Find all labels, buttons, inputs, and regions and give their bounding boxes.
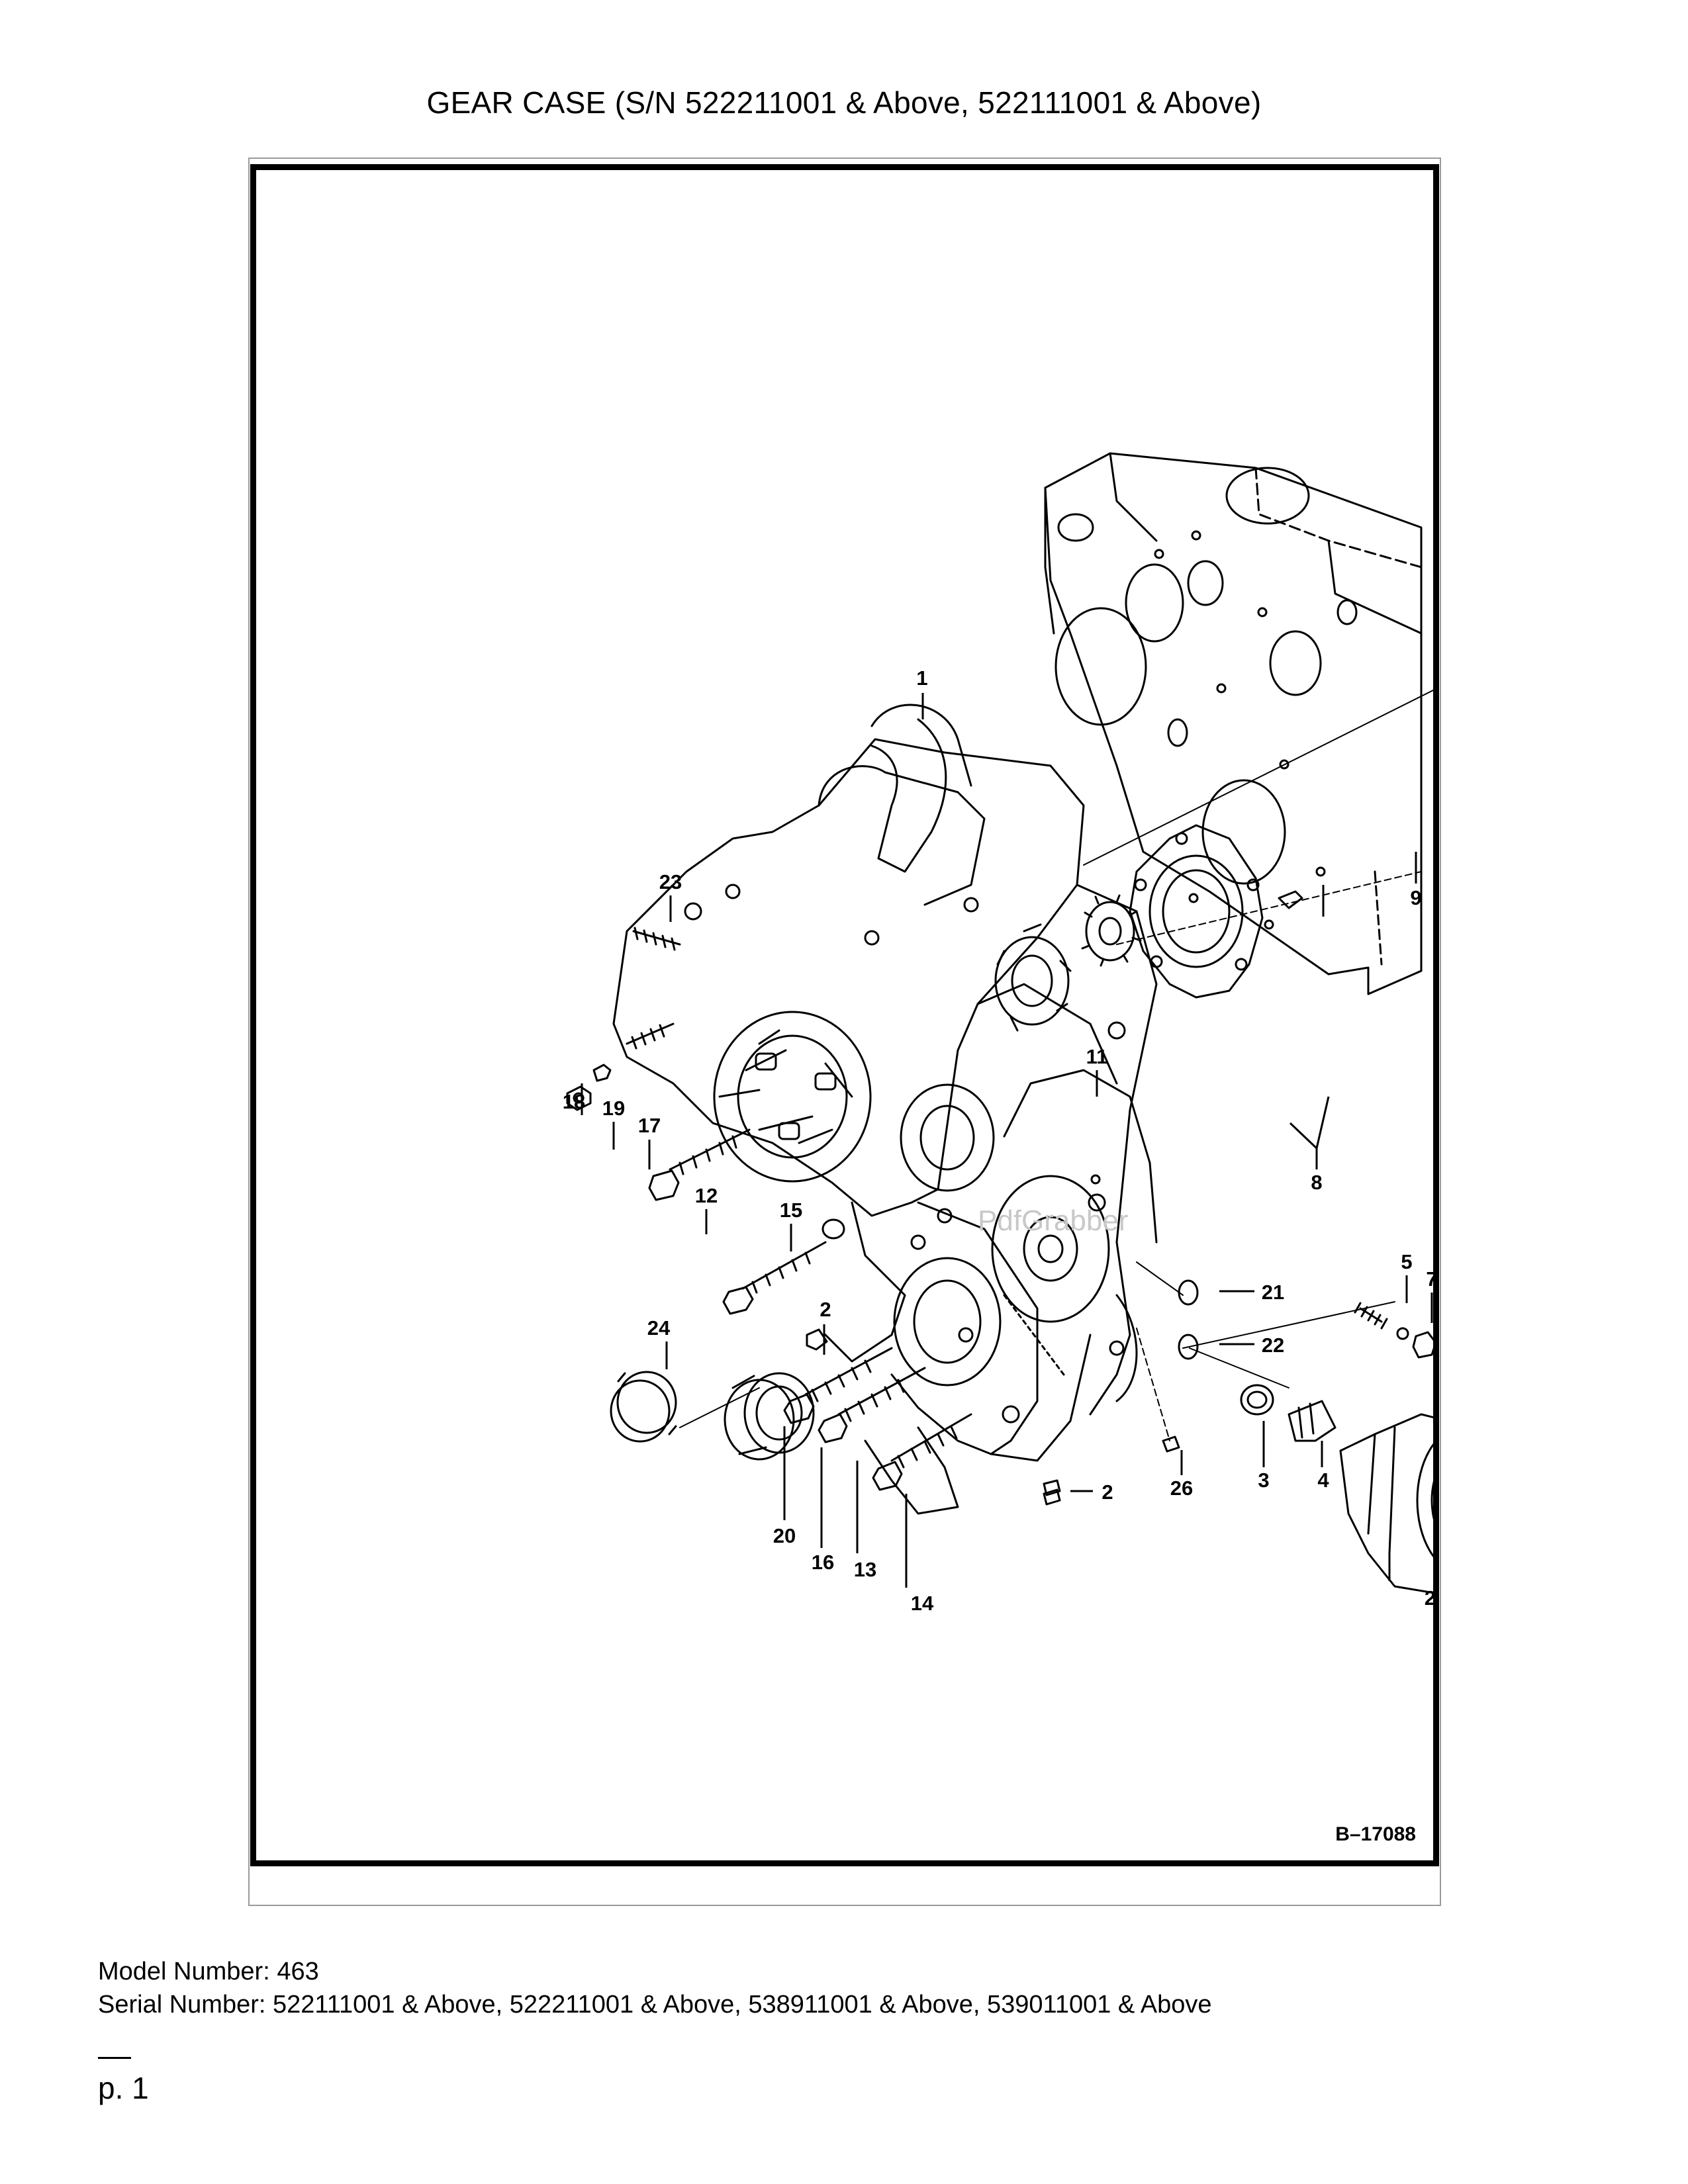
callout-1: 1	[916, 666, 927, 690]
figure-code: B–17088	[1335, 1823, 1416, 1845]
callout-18: 18	[563, 1090, 585, 1113]
callout-2a: 2	[820, 1298, 831, 1321]
plugs-drawing	[1043, 1435, 1180, 1506]
relief-valve-and-filter-drawing	[1240, 1302, 1433, 1594]
engine-block-drawing	[1044, 452, 1423, 995]
callout-22: 22	[1262, 1334, 1284, 1357]
callout-4: 4	[1317, 1469, 1329, 1492]
gear-cover-plate-drawing	[1003, 1069, 1158, 1244]
callout-8: 8	[1311, 1171, 1322, 1194]
callout-2b: 2	[1102, 1480, 1113, 1504]
callout-20: 20	[773, 1524, 796, 1547]
callout-13: 13	[854, 1558, 876, 1581]
page-title: GEAR CASE (S/N 522211001 & Above, 522111…	[426, 85, 1262, 120]
callout-17: 17	[638, 1114, 661, 1137]
gear-case-cover-drawing	[612, 704, 1158, 1515]
figure-frame	[248, 158, 1441, 1906]
callout-16: 16	[812, 1551, 834, 1574]
gear-case-exploded-diagram: PdfGrabber	[563, 452, 1433, 1615]
callout-9: 9	[1410, 886, 1421, 909]
callout-15: 15	[780, 1199, 802, 1222]
callout-23: 23	[659, 870, 682, 893]
callout-3: 3	[1258, 1469, 1269, 1492]
seals-drawing	[610, 1371, 815, 1461]
callout-12: 12	[695, 1184, 718, 1207]
model-number: Model Number: 463	[98, 1958, 319, 1985]
page-number: p. 1	[98, 2071, 149, 2105]
callout-11: 11	[1086, 1045, 1108, 1068]
callout-21: 21	[1262, 1281, 1284, 1304]
callout-7: 7	[1426, 1267, 1433, 1291]
page-number-rule	[98, 2057, 131, 2059]
callout-19: 19	[602, 1097, 625, 1120]
callout-24: 24	[647, 1316, 671, 1340]
alignment-lines	[679, 689, 1433, 1441]
callout-26: 26	[1170, 1477, 1193, 1500]
callout-14: 14	[911, 1592, 934, 1615]
serial-number: Serial Number: 522111001 & Above, 522211…	[98, 1991, 1212, 2019]
exploded-parts-figure: PdfGrabber	[250, 164, 1439, 1866]
callout-5: 5	[1401, 1250, 1412, 1273]
callout-25: 25	[1425, 1586, 1433, 1610]
studs-and-bolts-drawing	[566, 927, 1061, 1496]
watermark-text: PdfGrabber	[978, 1205, 1128, 1237]
